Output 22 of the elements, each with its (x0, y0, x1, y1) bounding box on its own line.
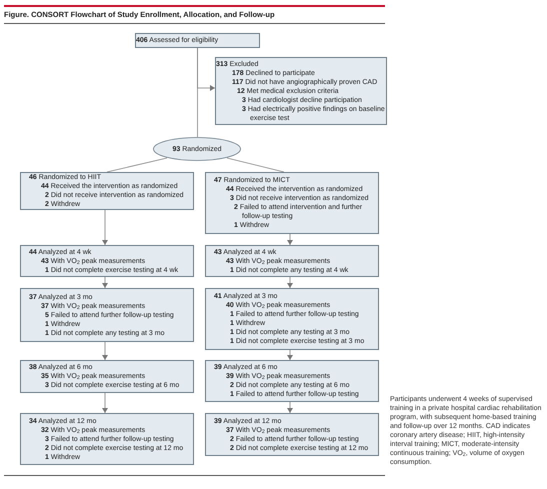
arrow (197, 48, 216, 91)
arrow (102, 276, 108, 288)
flow-box (20, 172, 194, 210)
arrow (287, 234, 293, 246)
flow-box (205, 245, 379, 277)
arrow (102, 342, 108, 360)
arrow (287, 402, 293, 414)
flow-box (205, 360, 379, 402)
flow-box (205, 172, 379, 234)
randomization-ellipse (153, 137, 241, 161)
arrow (287, 276, 293, 288)
flow-box (20, 288, 194, 342)
flow-box (20, 360, 194, 393)
flow-box (135, 33, 260, 48)
arrow (102, 210, 108, 246)
arrow (287, 350, 293, 360)
flow-box (215, 57, 387, 125)
flow-box (20, 413, 194, 465)
arrow (102, 392, 108, 414)
flow-box (205, 288, 379, 350)
flow-box (20, 245, 194, 277)
flow-box (205, 413, 379, 456)
